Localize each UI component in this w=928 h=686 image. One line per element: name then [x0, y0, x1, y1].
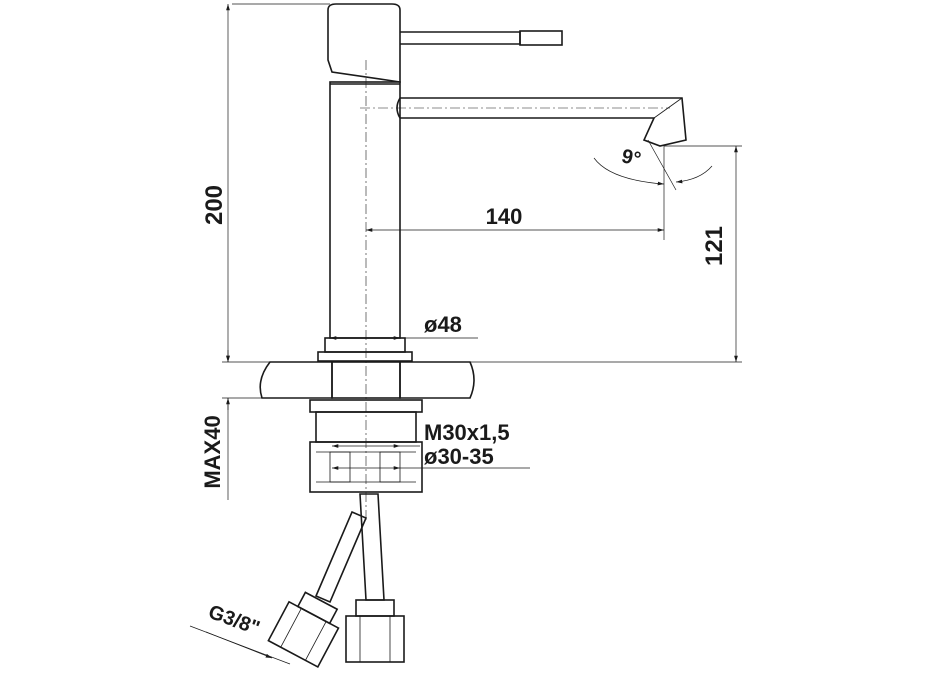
- label-spout-height: 121: [701, 226, 728, 266]
- countertop-section: [259, 361, 475, 399]
- faucet-body: [317, 81, 413, 362]
- label-connector: G3/8": [205, 601, 262, 640]
- label-hole-diameter: ø30-35: [424, 444, 494, 469]
- label-thread: M30x1,5: [424, 420, 510, 445]
- dimension-thread: [332, 444, 530, 470]
- dimension-height-total: [222, 3, 330, 363]
- dimension-spout-height: [400, 145, 742, 363]
- label-max-thickness: MAX40: [200, 415, 225, 488]
- dimension-connector: [189, 625, 291, 665]
- spout: [396, 97, 687, 147]
- label-spout-reach: 140: [486, 204, 523, 229]
- label-body-diameter: ø48: [424, 312, 462, 337]
- supply-hoses: [267, 493, 405, 669]
- dimension-spout-reach: [366, 146, 665, 240]
- dimension-angle: [593, 139, 713, 191]
- label-angle: 9°: [620, 145, 643, 170]
- handle: [327, 3, 563, 83]
- label-height-total: 200: [201, 185, 228, 225]
- dimension-max-thickness: [222, 350, 262, 500]
